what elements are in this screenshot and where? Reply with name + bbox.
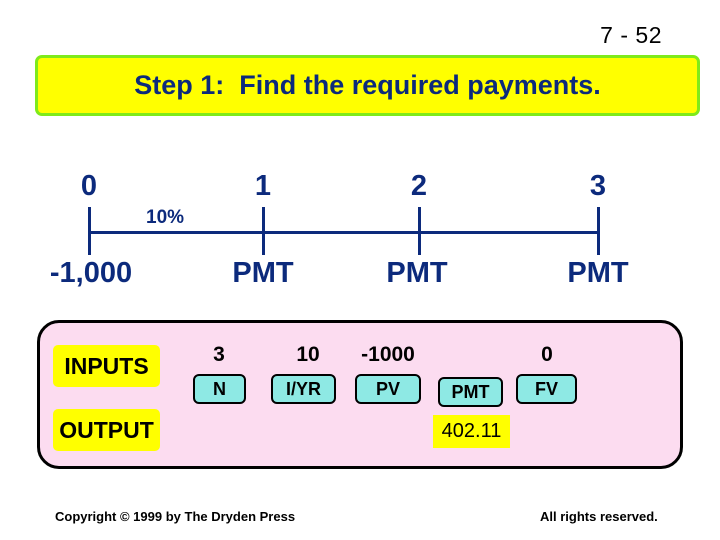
period-0-label: 0 — [80, 170, 98, 202]
period-1-label: 1 — [254, 170, 272, 202]
copyright-notice: Copyright © 1999 by The Dryden Press — [55, 509, 296, 524]
period-2-label: 2 — [410, 170, 428, 202]
pmt-output-value: 402.11 — [433, 415, 510, 448]
tick-1 — [262, 207, 265, 255]
n-input-value: 3 — [213, 343, 225, 366]
rights-notice: All rights reserved. — [540, 509, 658, 524]
tick-2 — [418, 207, 421, 255]
fv-key[interactable]: FV — [516, 374, 577, 404]
tick-3 — [597, 207, 600, 255]
pmt-key[interactable]: PMT — [438, 377, 503, 407]
slide-title: Step 1: Find the required payments. — [134, 70, 601, 100]
cash-flow-3: PMT — [567, 257, 629, 289]
pv-key[interactable]: PV — [355, 374, 421, 404]
title-banner: Step 1: Find the required payments. — [35, 55, 700, 116]
slide-number: 7 - 52 — [600, 22, 662, 48]
cash-flow-0: -1,000 — [49, 257, 133, 289]
iyr-input-value: 10 — [296, 343, 320, 366]
inputs-label: INPUTS — [53, 345, 160, 387]
cash-flow-1: PMT — [232, 257, 294, 289]
interest-rate-label: 10% — [146, 207, 185, 228]
timeline-axis — [89, 231, 599, 234]
iyr-key[interactable]: I/YR — [271, 374, 336, 404]
period-3-label: 3 — [589, 170, 607, 202]
tick-0 — [88, 207, 91, 255]
output-label: OUTPUT — [53, 409, 160, 451]
cash-flow-2: PMT — [386, 257, 448, 289]
pv-input-value: -1000 — [361, 343, 415, 366]
fv-input-value: 0 — [541, 343, 553, 366]
n-key[interactable]: N — [193, 374, 246, 404]
